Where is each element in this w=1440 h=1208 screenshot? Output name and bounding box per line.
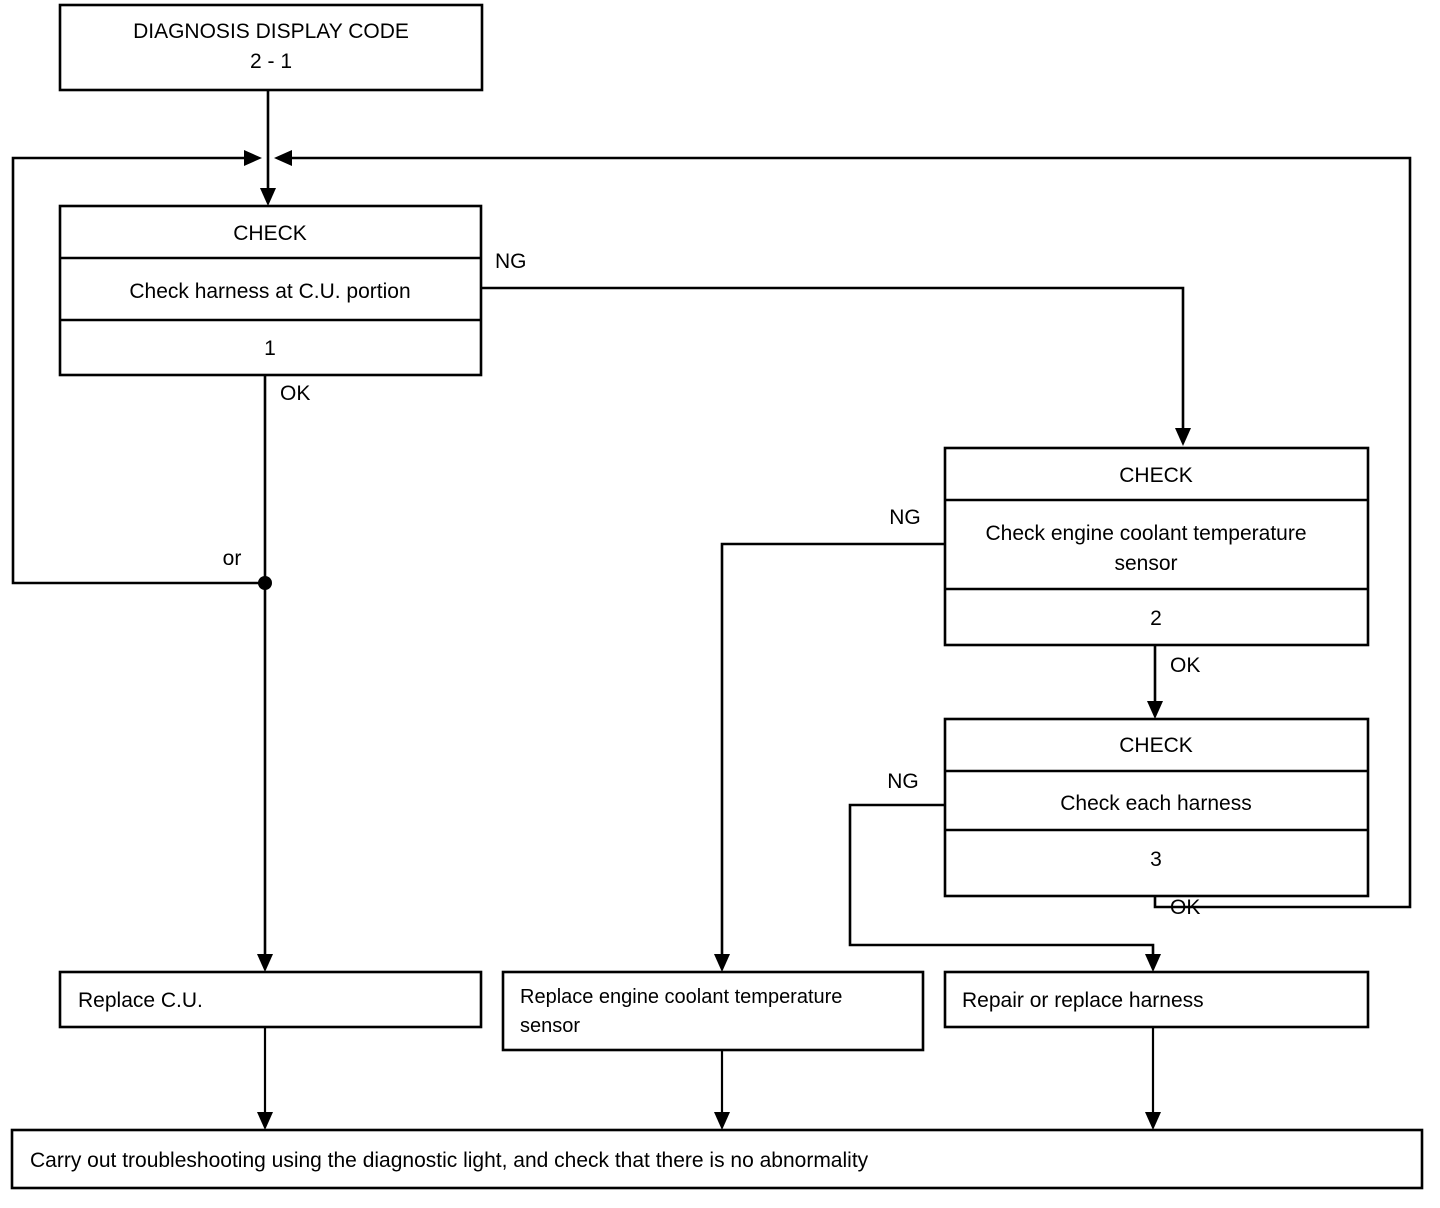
edge-check3-ng-to-repair-harness [848,803,1155,960]
edge-left-feedback-loop [11,156,265,585]
edge-check1-ng-to-check2 [481,286,1185,434]
arrowhead-check3-ng [1145,954,1161,972]
check1-body: Check harness at C.U. portion [129,280,410,303]
check1-rect [58,204,483,377]
final-box-rect [10,1128,1424,1190]
arrowhead-replace-cu-to-final [257,1112,273,1130]
label-or: or [223,547,242,570]
arrowhead-check2-ok [1147,701,1163,719]
edge-right-feedback-loop [284,156,1412,909]
label-check3-ok: OK [1170,896,1200,919]
label-check3-ng: NG [887,770,919,793]
arrowhead-right-feedback [274,150,292,166]
check1-number: 1 [264,337,276,360]
check2-rect [943,446,1370,647]
arrowhead-left-feedback [244,150,262,166]
repair-harness-rect [943,970,1370,1029]
arrowhead-check2-ng [714,954,730,972]
replace-sensor-line1: Replace engine coolant temperature [520,986,842,1008]
arrowhead-check1-ng [1175,428,1191,446]
check-box-3: CHECK Check each harness 3 [943,717,1370,898]
diagnosis-display-code-box: DIAGNOSIS DISPLAY CODE 2 - 1 [58,3,484,92]
replace-sensor-rect [501,970,925,1052]
check2-body-line2: sensor [1114,552,1177,575]
arrowhead-repair-harness-to-final [1145,1112,1161,1130]
label-check1-ok: OK [280,382,310,405]
action-box-repair-harness: Repair or replace harness [943,970,1370,1029]
label-check2-ok: OK [1170,654,1200,677]
diagnosis-title-line2: 2 - 1 [250,50,292,73]
check-box-2: CHECK Check engine coolant temperature s… [943,446,1370,647]
replace-cu-text: Replace C.U. [78,989,203,1012]
final-troubleshooting-box: Carry out troubleshooting using the diag… [10,1128,1424,1190]
action-box-replace-sensor: Replace engine coolant temperature senso… [501,970,925,1052]
check2-header: CHECK [1119,464,1193,487]
replace-cu-rect [58,970,483,1029]
arrowhead-check1-ok [257,954,273,972]
or-junction-dot [258,576,272,590]
label-check1-ng: NG [495,250,527,273]
arrowhead-replace-sensor-to-final [714,1112,730,1130]
edge-check2-ng-to-replace-sensor [720,542,945,960]
check2-number: 2 [1150,607,1162,630]
check3-body: Check each harness [1060,792,1251,815]
diagnosis-title-line1: DIAGNOSIS DISPLAY CODE [133,20,409,43]
arrowhead-title-to-check1 [260,188,276,206]
repair-harness-text: Repair or replace harness [962,989,1204,1012]
diagnosis-box-rect [58,3,484,92]
check1-header: CHECK [233,222,307,245]
check3-rect [943,717,1370,898]
final-box-text: Carry out troubleshooting using the diag… [30,1149,869,1172]
replace-sensor-line2: sensor [520,1015,580,1037]
check-box-1: CHECK Check harness at C.U. portion 1 [58,204,483,377]
action-box-replace-cu: Replace C.U. [58,970,483,1029]
check3-number: 3 [1150,848,1162,871]
check3-header: CHECK [1119,734,1193,757]
check2-body-line1: Check engine coolant temperature [985,522,1306,545]
label-check2-ng: NG [889,506,921,529]
